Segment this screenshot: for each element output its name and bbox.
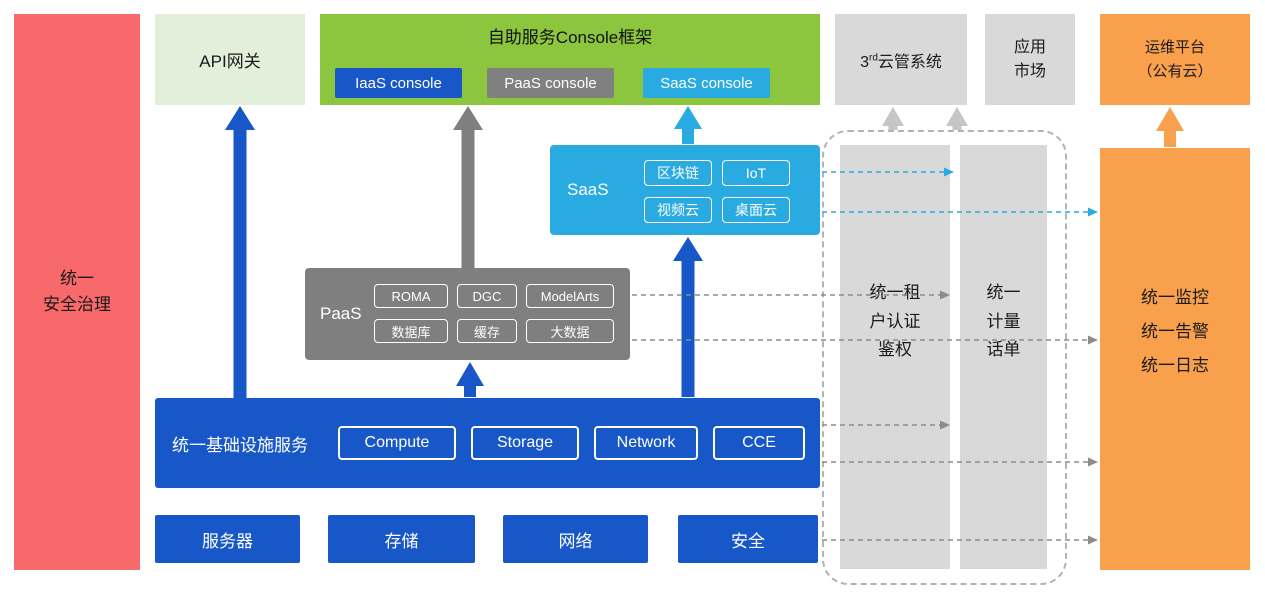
infrastructure-layer-label: 统一基础设施服务 [172, 435, 308, 455]
arrow-infra-to-saas [673, 237, 703, 397]
paas-console-chip: PaaS console [487, 68, 614, 98]
infrastructure-items: Compute Storage Network CCE [338, 426, 805, 460]
paas-item-roma: ROMA [374, 284, 448, 308]
app-market-box: 应用 市场 [985, 14, 1075, 105]
paas-item-dgc: DGC [457, 284, 517, 308]
arrow-meter-to-third-party [946, 107, 968, 130]
arrow-infra-to-paas [456, 362, 484, 397]
paas-item-bigdata: 大数据 [526, 319, 614, 343]
paas-layer-box: PaaS ROMA DGC ModelArts 数据库 缓存 大数据 [305, 268, 630, 360]
saas-layer-box: SaaS 区块链 IoT 视频云 桌面云 [550, 145, 820, 235]
arrow-monitor-to-om-platform [1156, 107, 1184, 147]
monitoring-alarm-log-panel: 统一监控 统一告警 统一日志 [1100, 148, 1250, 570]
hardware-network-box: 网络 [503, 515, 648, 563]
tenant-services-dashed-frame [822, 130, 1067, 585]
arrow-paas-to-console [453, 106, 483, 268]
third-party-label-rest: 云管系统 [877, 53, 942, 71]
hardware-security-box: 安全 [678, 515, 818, 563]
infra-item-network: Network [594, 426, 698, 460]
paas-items-grid: ROMA DGC ModelArts 数据库 缓存 大数据 [374, 284, 614, 343]
saas-item-iot: IoT [722, 160, 790, 186]
arrow-saas-to-console [674, 106, 702, 144]
hardware-server-box: 服务器 [155, 515, 300, 563]
infra-item-storage: Storage [471, 426, 579, 460]
third-party-label: 3rd云管系统 [860, 48, 942, 72]
third-party-label-sup: rd [868, 52, 878, 64]
tenant-auth-column: 统一租 户认证 鉴权 [840, 145, 950, 569]
infrastructure-layer-box: 统一基础设施服务 Compute Storage Network CCE [155, 398, 820, 488]
paas-item-cache: 缓存 [457, 319, 517, 343]
api-gateway-box: API网关 [155, 14, 305, 105]
saas-items-grid: 区块链 IoT 视频云 桌面云 [644, 160, 790, 223]
saas-item-desktop-cloud: 桌面云 [722, 197, 790, 223]
paas-item-modelarts: ModelArts [526, 284, 614, 308]
saas-console-chip: SaaS console [643, 68, 770, 98]
paas-layer-label: PaaS [320, 304, 362, 323]
infra-item-cce: CCE [713, 426, 805, 460]
console-framework-box: 自助服务Console框架 IaaS console PaaS console … [320, 14, 820, 105]
arrow-infra-to-api-gateway [225, 106, 255, 398]
metering-column: 统一 计量 话单 [960, 145, 1047, 569]
om-platform-box: 运维平台 （公有云） [1100, 14, 1250, 105]
paas-item-database: 数据库 [374, 319, 448, 343]
saas-layer-label: SaaS [567, 180, 609, 199]
iaas-console-chip: IaaS console [335, 68, 462, 98]
infra-item-compute: Compute [338, 426, 456, 460]
security-governance-panel: 统一 安全治理 [14, 14, 140, 570]
hardware-storage-box: 存储 [328, 515, 475, 563]
arrow-auth-to-third-party [882, 107, 904, 130]
saas-item-blockchain: 区块链 [644, 160, 712, 186]
saas-item-video-cloud: 视频云 [644, 197, 712, 223]
third-party-label-prefix: 3 [860, 53, 869, 71]
console-framework-title: 自助服务Console框架 [487, 28, 653, 47]
third-party-cloud-mgmt-box: 3rd云管系统 [835, 14, 967, 105]
